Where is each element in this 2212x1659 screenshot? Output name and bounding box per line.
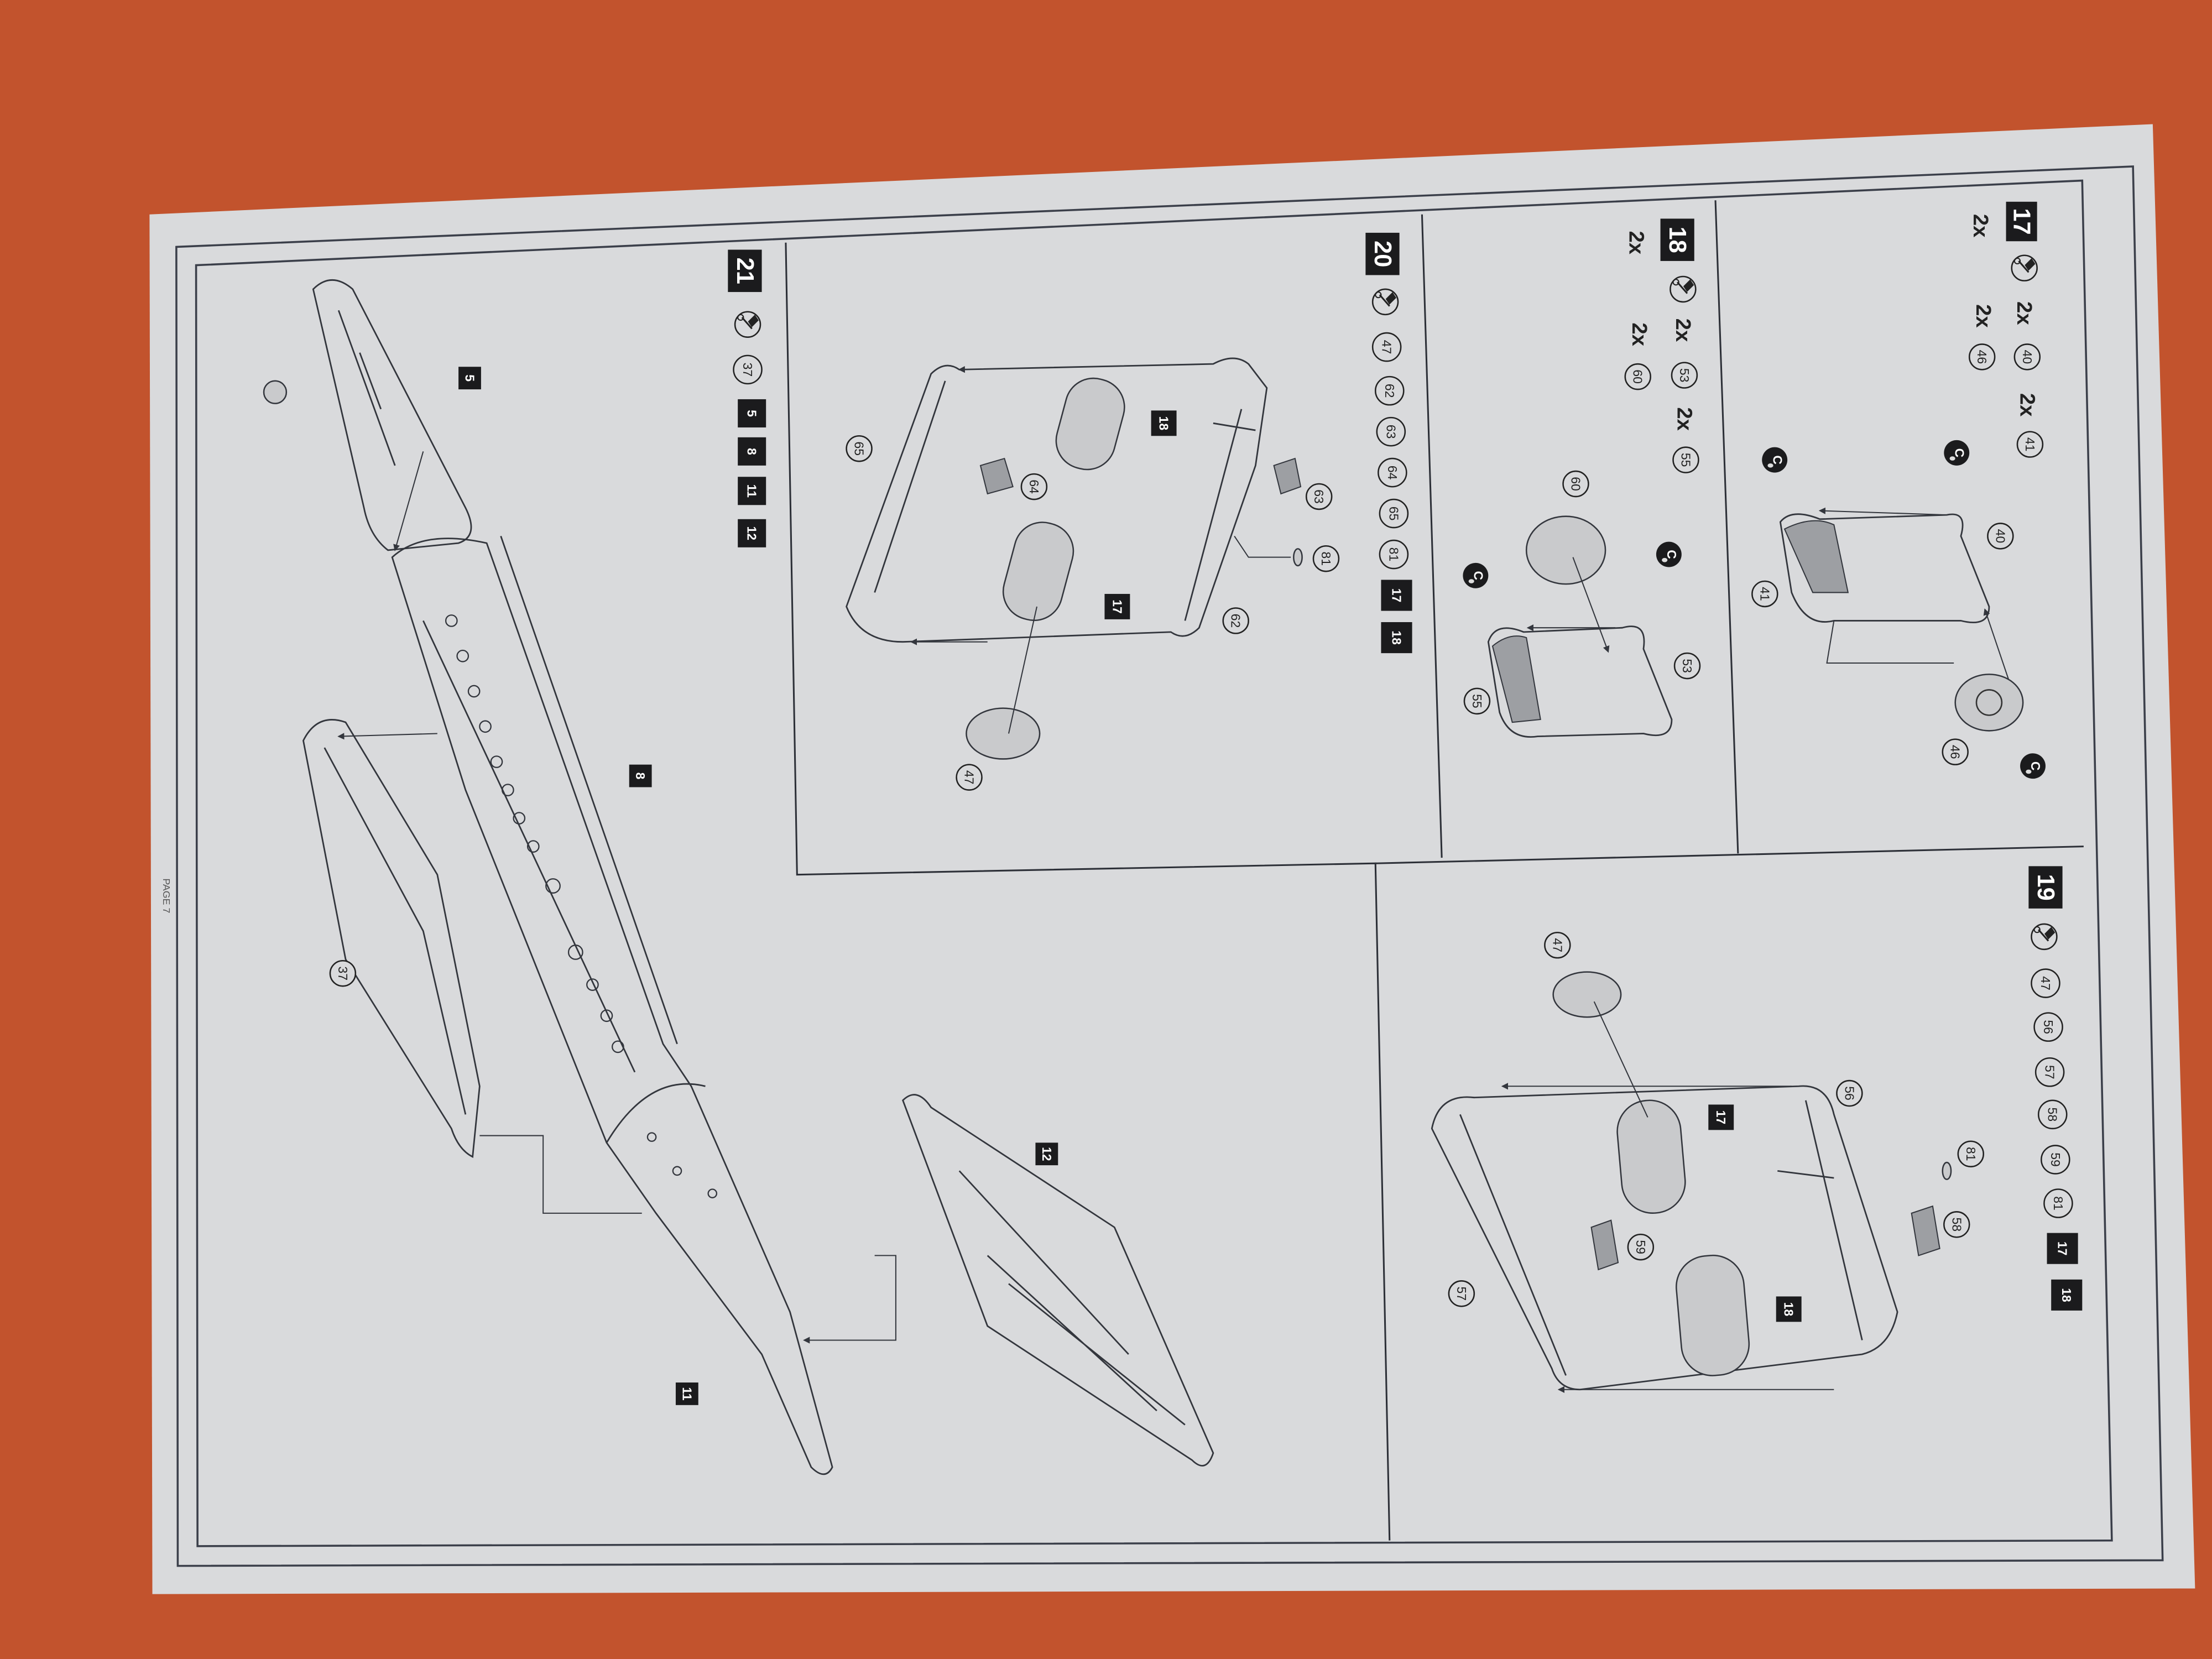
intake-duct-drawing bbox=[1779, 507, 2024, 732]
glue-tube-icon bbox=[1371, 288, 1399, 316]
part-number: 46 bbox=[1975, 350, 1989, 364]
quantity-label: 2x bbox=[2015, 393, 2039, 417]
step-18-panel: 18 2x 53 2x 55 2x 2x 60 60 53 55 bbox=[1463, 218, 1701, 738]
callout-part: 40 bbox=[1993, 529, 2007, 544]
quantity-label: 2x bbox=[1671, 319, 1695, 342]
callout-part: 55 bbox=[1470, 694, 1484, 708]
decal-icon bbox=[2020, 753, 2046, 779]
step-17-panel: 17 2x 40 2x 41 2x 2x 46 40 41 46 bbox=[1751, 201, 2046, 779]
callout-subassembly: 18 bbox=[1782, 1302, 1796, 1317]
callout-part: 65 bbox=[852, 441, 867, 456]
panel-dividers bbox=[785, 200, 2084, 1541]
subassembly-number: 11 bbox=[745, 484, 759, 498]
glue-tube-icon bbox=[2011, 254, 2038, 282]
callout-part: 46 bbox=[1948, 745, 1963, 759]
part-number: 59 bbox=[2048, 1152, 2063, 1167]
part-number: 64 bbox=[1385, 466, 1400, 480]
subassembly-number: 17 bbox=[2056, 1241, 2070, 1256]
part-number: 58 bbox=[2046, 1108, 2060, 1122]
part-number: 47 bbox=[1380, 340, 1394, 354]
glue-tube-icon bbox=[2030, 923, 2058, 951]
callout-part: 58 bbox=[1949, 1218, 1964, 1232]
step-number: 21 bbox=[732, 258, 758, 284]
callout-part: 62 bbox=[1229, 614, 1243, 628]
callout-part: 63 bbox=[1312, 489, 1326, 504]
decal-icon bbox=[1944, 440, 1970, 466]
rear-fuselage-drawing bbox=[1431, 971, 1952, 1393]
quantity-label: 2x bbox=[1969, 214, 1992, 238]
callout-part: 60 bbox=[1568, 477, 1583, 491]
part-number: 62 bbox=[1383, 384, 1397, 398]
part-number: 81 bbox=[1386, 547, 1401, 562]
decal-icon bbox=[1656, 541, 1682, 567]
callout-part: 56 bbox=[1842, 1086, 1856, 1100]
quantity-label: 2x bbox=[1971, 304, 1995, 328]
subassembly-number: 18 bbox=[2059, 1288, 2074, 1302]
duct-drawing bbox=[1487, 515, 1673, 738]
quantity-label: 2x bbox=[1625, 231, 1648, 255]
part-number: 41 bbox=[2023, 437, 2037, 452]
part-number: 55 bbox=[1678, 453, 1693, 467]
step-number: 20 bbox=[1369, 241, 1396, 267]
callout-part: 59 bbox=[1634, 1240, 1648, 1254]
step-19-panel: 19 47 56 57 58 59 81 17 18 47 56 17 81 5… bbox=[1431, 866, 2083, 1393]
callout-part: 64 bbox=[1027, 479, 1041, 494]
callout-part: 47 bbox=[1550, 938, 1564, 952]
sheet-frame-inner bbox=[195, 179, 2113, 1547]
callout-subassembly: 17 bbox=[1714, 1110, 1728, 1125]
callout-part: 47 bbox=[962, 770, 977, 785]
subassembly-number: 5 bbox=[745, 410, 759, 417]
glue-tube-icon bbox=[734, 311, 761, 338]
part-number: 60 bbox=[1631, 369, 1645, 384]
step-number: 17 bbox=[2008, 208, 2035, 234]
part-number: 37 bbox=[740, 363, 755, 377]
part-number: 56 bbox=[2041, 1020, 2056, 1034]
quantity-label: 2x bbox=[1672, 407, 1696, 431]
subassembly-number: 18 bbox=[1390, 630, 1404, 645]
callout-subassembly: 17 bbox=[1110, 599, 1124, 614]
decal-icon bbox=[1762, 447, 1788, 473]
part-number: 47 bbox=[2038, 976, 2053, 990]
callout-subassembly: 5 bbox=[462, 374, 477, 382]
decal-icon bbox=[1463, 562, 1489, 588]
quantity-label: 2x bbox=[2012, 301, 2036, 325]
step-number: 19 bbox=[2032, 874, 2059, 900]
page-number: PAGE 7 bbox=[161, 878, 172, 913]
callout-part: 37 bbox=[336, 966, 350, 980]
step-number: 18 bbox=[1664, 227, 1691, 253]
step-21-panel: 21 37 5 8 11 12 5 8 37 bbox=[263, 249, 1214, 1475]
sheet-frame-outer bbox=[175, 165, 2164, 1567]
subassembly-number: 8 bbox=[745, 448, 759, 455]
part-number: 81 bbox=[2051, 1196, 2065, 1211]
part-number: 63 bbox=[1384, 425, 1398, 439]
rear-fuselage-drawing bbox=[846, 357, 1303, 760]
glue-tube-icon bbox=[1669, 275, 1697, 303]
paper-sheet bbox=[149, 124, 2195, 1594]
callout-subassembly: 18 bbox=[1157, 416, 1171, 431]
subassembly-number: 12 bbox=[745, 526, 759, 541]
step-20-panel: 20 47 62 63 64 65 81 17 18 65 18 64 63 8… bbox=[846, 232, 1412, 791]
callout-subassembly: 11 bbox=[680, 1387, 694, 1400]
callout-part: 81 bbox=[1319, 551, 1333, 566]
subassembly-number: 17 bbox=[1390, 588, 1404, 603]
callout-part: 57 bbox=[1454, 1287, 1469, 1301]
callout-part: 81 bbox=[1964, 1147, 1978, 1161]
part-number: 65 bbox=[1386, 507, 1401, 521]
part-number: 40 bbox=[2020, 350, 2034, 364]
callout-subassembly: 8 bbox=[633, 773, 648, 780]
quantity-label: 2x bbox=[1627, 322, 1651, 346]
callout-subassembly: 12 bbox=[1040, 1147, 1054, 1161]
part-number: 53 bbox=[1677, 368, 1692, 383]
callout-part: 41 bbox=[1757, 587, 1772, 601]
part-number: 57 bbox=[2043, 1065, 2057, 1079]
callout-part: 53 bbox=[1680, 659, 1694, 673]
fuselage-drawing bbox=[263, 279, 1214, 1475]
